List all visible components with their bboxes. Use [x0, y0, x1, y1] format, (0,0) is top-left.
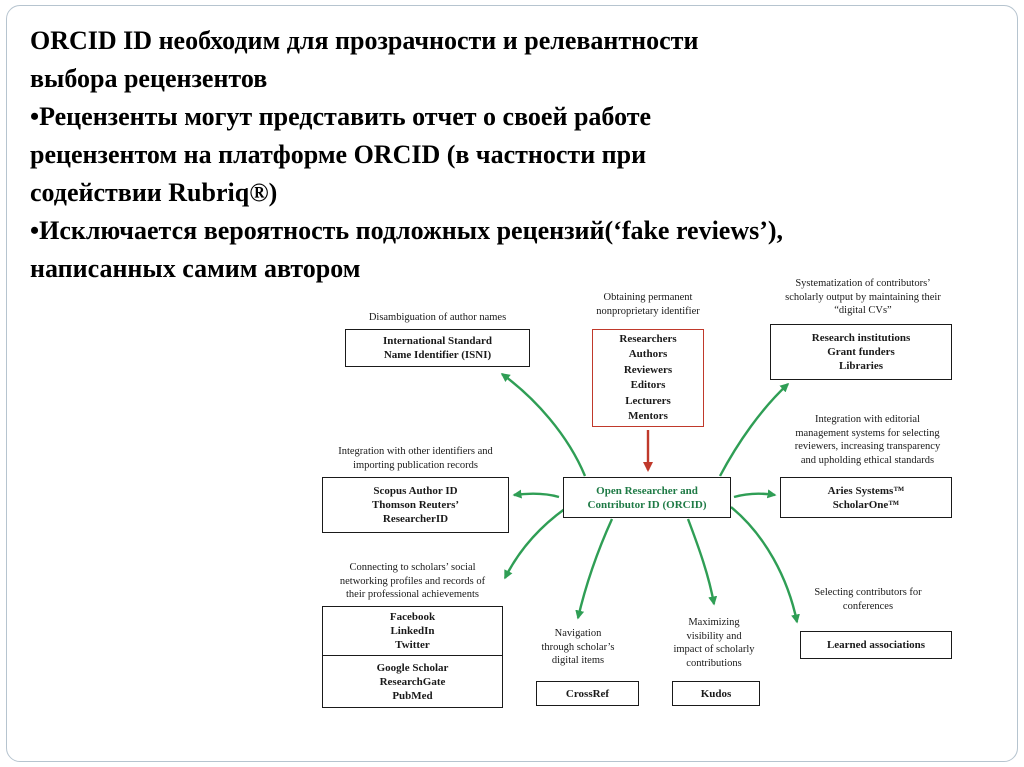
arrow-center-to-identifiers — [512, 489, 560, 499]
caption-learned: Selecting contributors for conferences — [814, 587, 922, 612]
box-isni: International Standard Name Identifier (… — [345, 329, 530, 367]
box-crossref: CrossRef — [536, 681, 639, 706]
arrow-center-to-kudos — [686, 518, 718, 606]
box-scholar-profiles: Google Scholar ResearchGate PubMed — [322, 655, 503, 708]
box-identifier-systems: Scopus Author ID Thomson Reuters’ Resear… — [322, 477, 509, 533]
box-orcid-center: Open Researcher and Contributor ID (ORCI… — [563, 477, 731, 518]
arrow-center-to-aries — [733, 489, 777, 499]
caption-isni: Disambiguation of author names — [368, 312, 507, 323]
arrow-center-to-learned — [730, 506, 800, 624]
arrow-center-to-social — [503, 507, 567, 580]
caption-institutions: Systematization of contributors’ scholar… — [785, 278, 941, 316]
caption-crossref: Navigation through scholar’s digital ite… — [541, 628, 615, 666]
box-stakeholders: Researchers Authors Reviewers Editors Le… — [592, 329, 704, 427]
arrow-center-to-isni — [500, 373, 587, 477]
caption-stakeholders: Obtaining permanent nonproprietary ident… — [596, 292, 700, 317]
box-kudos: Kudos — [672, 681, 760, 706]
box-learned-associations: Learned associations — [800, 631, 952, 659]
slide-title-text: ORCID ID необходим для прозрачности и ре… — [30, 26, 784, 283]
box-social-networks: Facebook LinkedIn Twitter — [322, 606, 503, 656]
arrow-center-to-crossref — [575, 518, 614, 620]
box-research-institutions: Research institutions Grant funders Libr… — [770, 324, 952, 380]
caption-social: Connecting to scholars’ social networkin… — [339, 562, 486, 600]
caption-aries: Integration with editorial management sy… — [794, 414, 941, 466]
box-aries-scholarone: Aries Systems™ ScholarOne™ — [780, 477, 952, 518]
caption-kudos: Maximizing visibility and impact of scho… — [673, 617, 755, 669]
caption-identifiers: Integration with other identifiers and i… — [338, 446, 493, 471]
